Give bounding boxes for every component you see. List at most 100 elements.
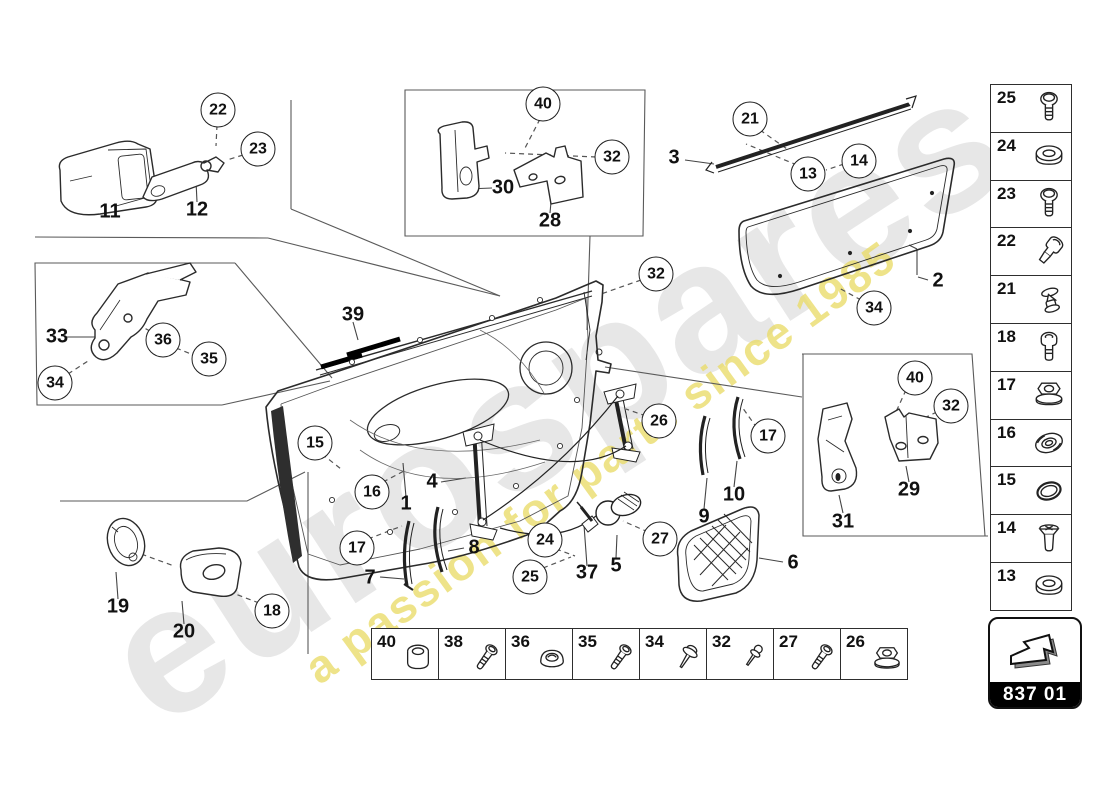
diagram-code-badge[interactable]: 837 01 xyxy=(988,617,1082,709)
sidebar-cell-21[interactable]: 21 xyxy=(990,275,1072,324)
callout-circle-14[interactable]: 14 xyxy=(841,143,877,179)
sidebar-cell-number: 17 xyxy=(997,374,1016,394)
part-7-guide-rail xyxy=(402,520,415,591)
callout-circle-32[interactable]: 32 xyxy=(594,139,630,175)
bolt-small-icon xyxy=(745,644,763,667)
washer-icon xyxy=(1035,145,1063,166)
part-label-29[interactable]: 29 xyxy=(897,478,921,501)
part-3-weatherstrip xyxy=(705,95,917,174)
callout-circle-21[interactable]: 21 xyxy=(732,101,768,137)
callout-circle-23[interactable]: 23 xyxy=(240,131,276,167)
part-label-7[interactable]: 7 xyxy=(364,566,376,589)
part-label-39[interactable]: 39 xyxy=(341,303,365,326)
flange-nut-icon xyxy=(1035,382,1063,406)
callout-circle-40[interactable]: 40 xyxy=(525,86,561,122)
callout-circle-40[interactable]: 40 xyxy=(897,360,933,396)
part-30-striker xyxy=(437,121,490,200)
bottom-cell-26[interactable]: 26 xyxy=(840,628,908,680)
sidebar-cell-number: 15 xyxy=(997,470,1016,490)
sidebar-cell-number: 16 xyxy=(997,422,1016,442)
sidebar-cell-24[interactable]: 24 xyxy=(990,131,1072,181)
bottom-cell-number: 27 xyxy=(779,632,798,651)
bottom-cell-40[interactable]: 40 xyxy=(371,628,439,680)
flange-nut-icon xyxy=(874,647,900,669)
part-label-30[interactable]: 30 xyxy=(491,176,515,199)
callout-circle-24[interactable]: 24 xyxy=(527,522,563,558)
part-label-4[interactable]: 4 xyxy=(426,470,438,493)
part-label-1[interactable]: 1 xyxy=(400,492,412,515)
sidebar-cell-15[interactable]: 15 xyxy=(990,466,1072,516)
sidebar-cell-number: 23 xyxy=(997,183,1016,203)
part-11-check-strap-cover xyxy=(58,140,158,216)
callout-circle-36[interactable]: 36 xyxy=(145,322,181,358)
part-10-guide-rail xyxy=(732,396,746,460)
sidebar-cell-22[interactable]: 22 xyxy=(990,227,1072,277)
part-5-window-motor xyxy=(581,491,642,533)
callout-circle-13[interactable]: 13 xyxy=(790,156,826,192)
part-31-door-latch xyxy=(817,402,858,492)
callout-circle-34[interactable]: 34 xyxy=(856,290,892,326)
bottom-cell-27[interactable]: 27 xyxy=(773,628,841,680)
part-label-8[interactable]: 8 xyxy=(468,536,480,559)
sidebar-cell-13[interactable]: 13 xyxy=(990,561,1072,611)
bottom-cell-34[interactable]: 34 xyxy=(639,628,707,680)
part-label-9[interactable]: 9 xyxy=(698,505,710,528)
bottom-cell-number: 35 xyxy=(578,632,597,651)
sidebar-cell-number: 14 xyxy=(997,518,1016,538)
arrow-icon xyxy=(1010,633,1058,669)
part-label-28[interactable]: 28 xyxy=(538,209,562,232)
callout-circle-32[interactable]: 32 xyxy=(638,256,674,292)
bottom-cell-number: 34 xyxy=(645,632,664,651)
part-label-6[interactable]: 6 xyxy=(787,551,799,574)
bottom-cell-32[interactable]: 32 xyxy=(706,628,774,680)
part-label-31[interactable]: 31 xyxy=(831,510,855,533)
diagram-code: 837 01 xyxy=(990,682,1080,707)
sidebar-cell-17[interactable]: 17 xyxy=(990,370,1072,420)
part-37-pin xyxy=(576,501,594,522)
callout-circle-27[interactable]: 27 xyxy=(642,521,678,557)
callout-circle-34[interactable]: 34 xyxy=(37,365,73,401)
part-label-5[interactable]: 5 xyxy=(610,554,622,577)
callout-circle-17[interactable]: 17 xyxy=(750,418,786,454)
sidebar-cell-18[interactable]: 18 xyxy=(990,322,1072,372)
callout-circle-15[interactable]: 15 xyxy=(297,425,333,461)
sidebar-cell-23[interactable]: 23 xyxy=(990,179,1072,229)
callout-circle-17[interactable]: 17 xyxy=(339,530,375,566)
callout-circle-35[interactable]: 35 xyxy=(191,341,227,377)
part-label-37[interactable]: 37 xyxy=(575,561,599,584)
bottom-cell-number: 40 xyxy=(377,632,396,651)
washer-icon xyxy=(1035,575,1063,596)
sidebar-cell-number: 24 xyxy=(997,135,1016,155)
part-label-20[interactable]: 20 xyxy=(172,620,196,643)
sidebar-cell-16[interactable]: 16 xyxy=(990,418,1072,468)
callout-circle-25[interactable]: 25 xyxy=(512,559,548,595)
part-label-11[interactable]: 11 xyxy=(99,200,121,223)
bottom-cell-number: 38 xyxy=(444,632,463,651)
bolt-socket-icon xyxy=(1040,332,1058,362)
part-label-10[interactable]: 10 xyxy=(722,483,746,506)
part-33-hinge xyxy=(90,262,197,361)
bottom-cell-38[interactable]: 38 xyxy=(438,628,506,680)
fastener-bottom-row: 40 38 36 35 34 32 27 26 xyxy=(371,628,908,680)
callout-circle-18[interactable]: 18 xyxy=(254,593,290,629)
part-label-2[interactable]: 2 xyxy=(932,269,944,292)
callout-circle-16[interactable]: 16 xyxy=(354,474,390,510)
part-label-19[interactable]: 19 xyxy=(106,595,130,618)
callout-circle-32[interactable]: 32 xyxy=(933,388,969,424)
callout-circle-22[interactable]: 22 xyxy=(200,92,236,128)
part-label-12[interactable]: 12 xyxy=(185,198,209,221)
retainer-disc-icon xyxy=(1035,432,1063,454)
part-9-guide-rail xyxy=(698,415,711,476)
stud-grommet-icon xyxy=(1038,236,1064,264)
bottom-cell-36[interactable]: 36 xyxy=(505,628,573,680)
callout-circle-26[interactable]: 26 xyxy=(641,403,677,439)
part-19-gasket xyxy=(106,517,146,567)
part-label-33[interactable]: 33 xyxy=(45,325,69,348)
sidebar-cell-25[interactable]: 25 xyxy=(990,84,1072,133)
part-label-3[interactable]: 3 xyxy=(668,146,680,169)
bottom-cell-number: 26 xyxy=(846,632,865,651)
sidebar-cell-14[interactable]: 14 xyxy=(990,514,1072,563)
bottom-cell-35[interactable]: 35 xyxy=(572,628,640,680)
